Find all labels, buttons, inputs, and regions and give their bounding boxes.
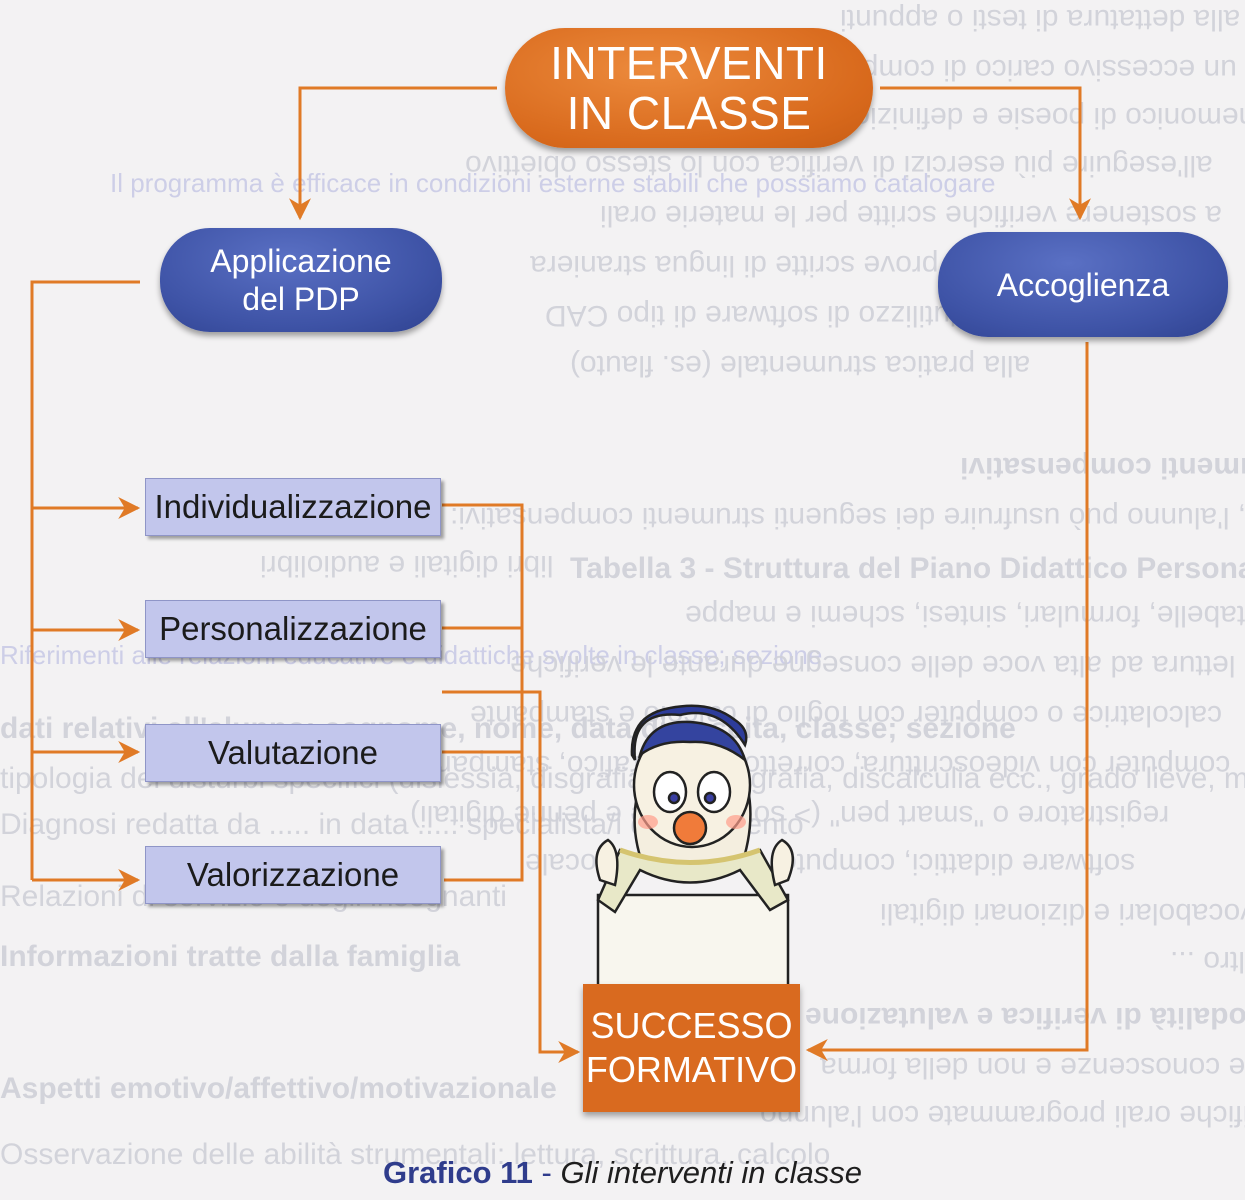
bg-text-line: Aspetti emotivo/affettivo/motivazionale	[0, 1072, 557, 1105]
edge-items-to-bottom	[442, 690, 581, 1063]
node-label: SUCCESSO FORMATIVO	[585, 1005, 798, 1090]
edge-right-to-bottom	[805, 342, 1089, 1061]
node-label: INTERVENTI IN CLASSE	[550, 37, 828, 139]
node-valorizzazione: Valorizzazione	[145, 846, 441, 904]
node-individualizzazione: Individualizzazione	[145, 478, 441, 536]
node-label: Individualizzazione	[154, 488, 432, 525]
node-label: Accoglienza	[996, 266, 1170, 303]
caption-title: Gli interventi in classe	[560, 1155, 862, 1190]
bg-text-line: Informazioni tratte dalla famiglia	[0, 940, 461, 973]
node-valutazione: Valutazione	[145, 724, 441, 782]
node-accoglienza: Accoglienza	[938, 232, 1228, 337]
bg-text-line: Tabella 3 - Struttura del Piano Didattic…	[570, 552, 1245, 585]
edge-left-trunk	[30, 280, 140, 880]
node-label: Applicazione del PDP	[210, 243, 392, 317]
figure-caption: Grafico 11 - Gli interventi in classe	[0, 1155, 1245, 1191]
node-personalizzazione: Personalizzazione	[145, 600, 441, 658]
node-label: Personalizzazione	[159, 610, 427, 647]
reading-child-illustration	[595, 704, 795, 997]
bg-text-line: Osservazione delle abilità strumentali: …	[0, 1138, 831, 1171]
edge-top-to-left	[289, 86, 497, 221]
caption-label: Grafico 11	[383, 1155, 533, 1190]
bg-text-line: Il programma è efficace in condizioni es…	[110, 168, 996, 198]
node-applicazione-pdp: Applicazione del PDP	[160, 228, 442, 332]
caption-separator: -	[532, 1155, 561, 1190]
node-label: Valorizzazione	[186, 856, 400, 893]
edge-top-to-right	[880, 86, 1091, 221]
node-label: Valutazione	[207, 734, 378, 771]
node-successo-formativo: SUCCESSO FORMATIVO	[583, 984, 800, 1112]
node-interventi-in-classe: INTERVENTI IN CLASSE	[505, 28, 873, 148]
